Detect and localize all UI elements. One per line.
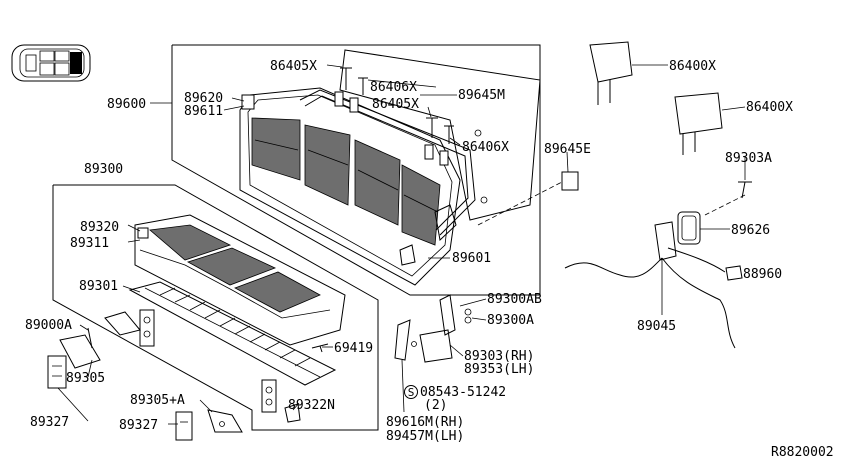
label-89327-b[interactable]: 89327 xyxy=(119,418,158,433)
label-89626[interactable]: 89626 xyxy=(731,223,770,238)
label-89300ab[interactable]: 89300AB xyxy=(487,292,542,307)
seat-cushion-illustration xyxy=(104,214,346,423)
label-86400x-b[interactable]: 86400X xyxy=(746,100,793,115)
leader-lines xyxy=(57,64,746,425)
label-89611[interactable]: 89611 xyxy=(184,104,223,119)
label-69419[interactable]: 69419 xyxy=(334,341,373,356)
label-89616m-rh[interactable]: 89616M(RH) xyxy=(386,415,464,430)
label-89000a[interactable]: 89000A xyxy=(25,318,72,333)
label-89311[interactable]: 89311 xyxy=(70,236,109,251)
label-86406x-a[interactable]: 86406X xyxy=(370,80,417,95)
label-89300[interactable]: 89300 xyxy=(84,162,123,177)
lower-left-brackets xyxy=(47,327,243,441)
seat-back-illustration xyxy=(239,49,579,286)
label-89322n[interactable]: 89322N xyxy=(288,398,335,413)
headrest-illustrations xyxy=(589,41,723,155)
part-labels: 86405X 86406X 89645M 89600 89620 89611 8… xyxy=(25,59,793,444)
seat-cushion-group-frame xyxy=(52,184,379,431)
label-89300a[interactable]: 89300A xyxy=(487,313,534,328)
label-86405x-b[interactable]: 86405X xyxy=(372,97,419,112)
latch-assembly-illustration xyxy=(394,294,472,363)
label-89620[interactable]: 89620 xyxy=(184,91,223,106)
harness-module-illustration xyxy=(564,181,752,349)
label-08543-qty: (2) xyxy=(424,398,447,413)
label-89305-a[interactable]: 89305+A xyxy=(130,393,185,408)
vehicle-locator-icon xyxy=(11,44,91,82)
label-89303-rh[interactable]: 89303(RH) xyxy=(464,349,534,364)
label-86405x-a[interactable]: 86405X xyxy=(270,59,317,74)
label-89601[interactable]: 89601 xyxy=(452,251,491,266)
label-89600[interactable]: 89600 xyxy=(107,97,146,112)
seat-back-group-frame xyxy=(171,44,541,296)
label-89327-a[interactable]: 89327 xyxy=(30,415,69,430)
reference-code: R8820002 xyxy=(771,445,834,460)
label-89301[interactable]: 89301 xyxy=(79,279,118,294)
label-86400x-a[interactable]: 86400X xyxy=(669,59,716,74)
label-89457m-lh[interactable]: 89457M(LH) xyxy=(386,429,464,444)
label-89305[interactable]: 89305 xyxy=(66,371,105,386)
label-86406x-b[interactable]: 86406X xyxy=(462,140,509,155)
label-89303a[interactable]: 89303A xyxy=(725,151,772,166)
screw-symbol: S xyxy=(404,385,418,399)
label-89320[interactable]: 89320 xyxy=(80,220,119,235)
label-89645e[interactable]: 89645E xyxy=(544,142,591,157)
label-08543-51242[interactable]: 08543-51242 xyxy=(420,385,506,400)
label-89045[interactable]: 89045 xyxy=(637,319,676,334)
label-88960[interactable]: 88960 xyxy=(743,267,782,282)
label-89645m[interactable]: 89645M xyxy=(458,88,505,103)
screw-symbol-letter: S xyxy=(408,386,415,399)
label-89353-lh[interactable]: 89353(LH) xyxy=(464,362,534,377)
